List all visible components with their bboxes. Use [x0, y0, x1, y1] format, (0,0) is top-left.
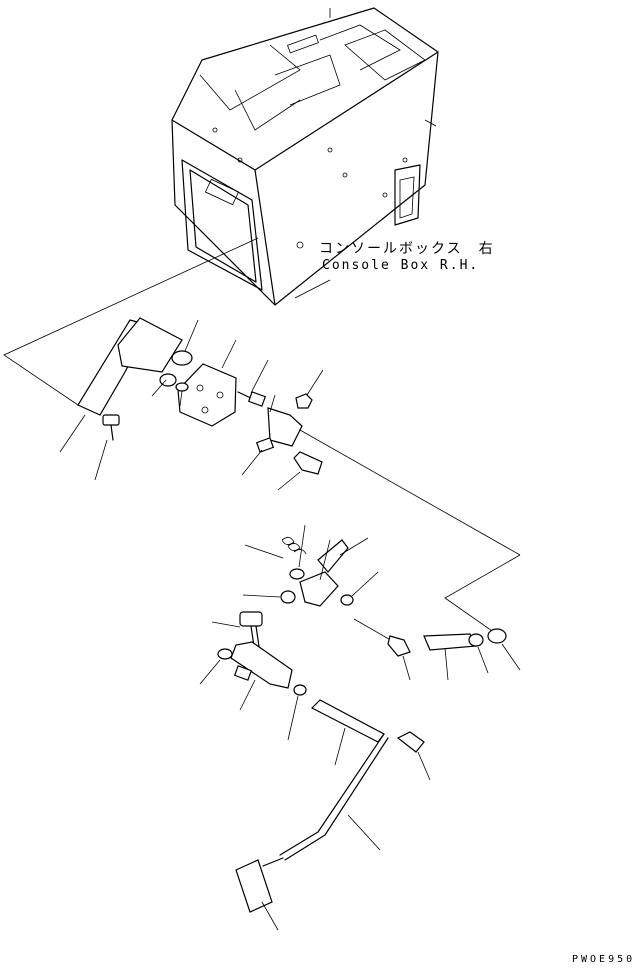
lower-callout-leaders [199, 524, 521, 931]
component-label-jp: コンソールボックス 右 [319, 241, 495, 257]
assembly-leader-lines [3, 237, 521, 643]
lower-lever-assembly [217, 537, 507, 913]
console-box-rh [171, 7, 439, 306]
upper-callout-leaders [59, 319, 324, 491]
component-label-en: Console Box R.H. [322, 258, 480, 273]
upper-bracket-assembly [77, 317, 323, 475]
drawing-code: PWOE950 [572, 954, 636, 965]
